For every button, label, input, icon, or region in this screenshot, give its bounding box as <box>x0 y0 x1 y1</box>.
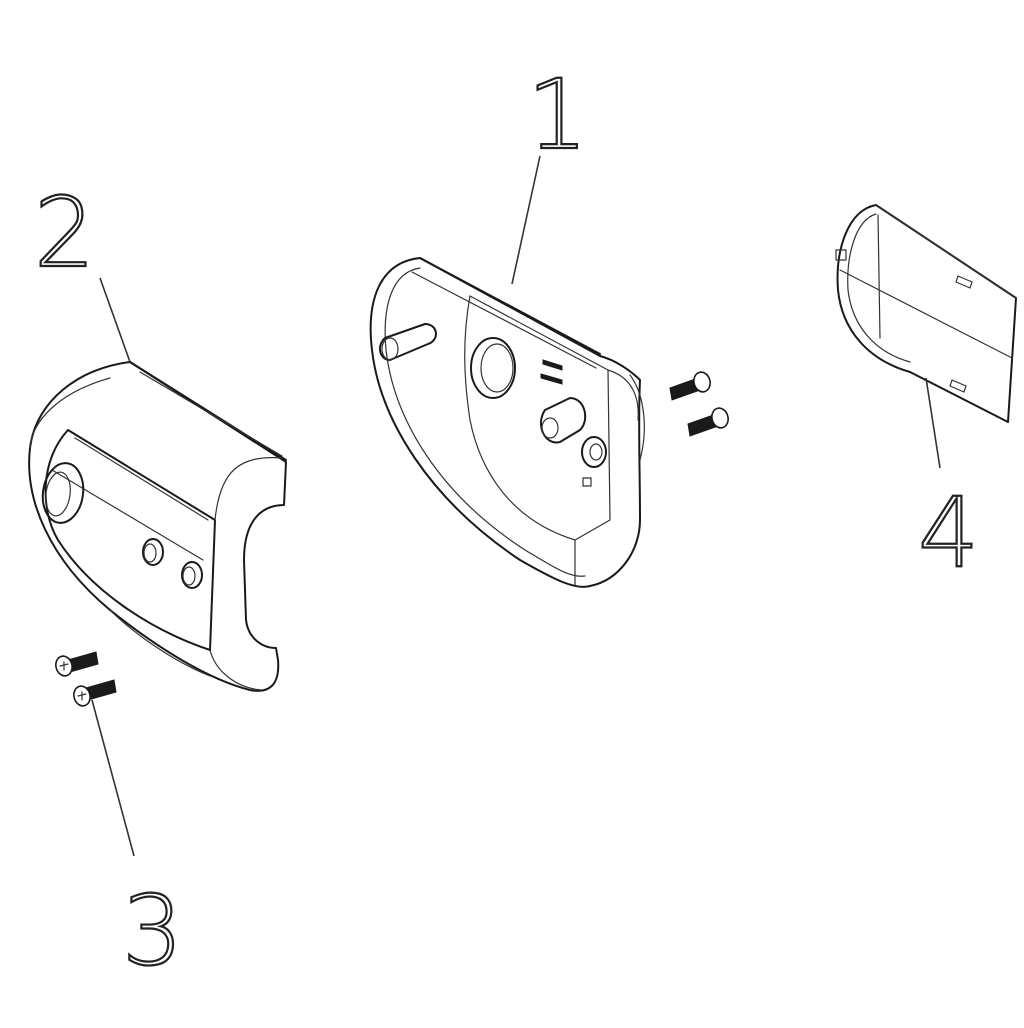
leader-line-4 <box>925 377 941 469</box>
part-2-front-cover <box>28 361 287 692</box>
screw-right-1 <box>669 371 711 401</box>
leader-line-3 <box>91 699 135 857</box>
screw-right-2 <box>687 407 729 437</box>
callout-2: 2 <box>34 177 95 289</box>
part-1-base-housing <box>369 257 645 588</box>
leader-line-2 <box>99 277 131 363</box>
part-4-side-lid <box>835 204 1017 423</box>
part-3-screws-left <box>55 651 117 707</box>
callout-3: 3 <box>122 875 183 987</box>
part-3-screws-right <box>669 371 729 437</box>
callout-4: 4 <box>918 477 979 589</box>
screw-left-2 <box>73 679 117 707</box>
screw-left-1 <box>55 651 99 677</box>
leader-line-1 <box>511 155 541 285</box>
callout-1: 1 <box>527 59 588 171</box>
